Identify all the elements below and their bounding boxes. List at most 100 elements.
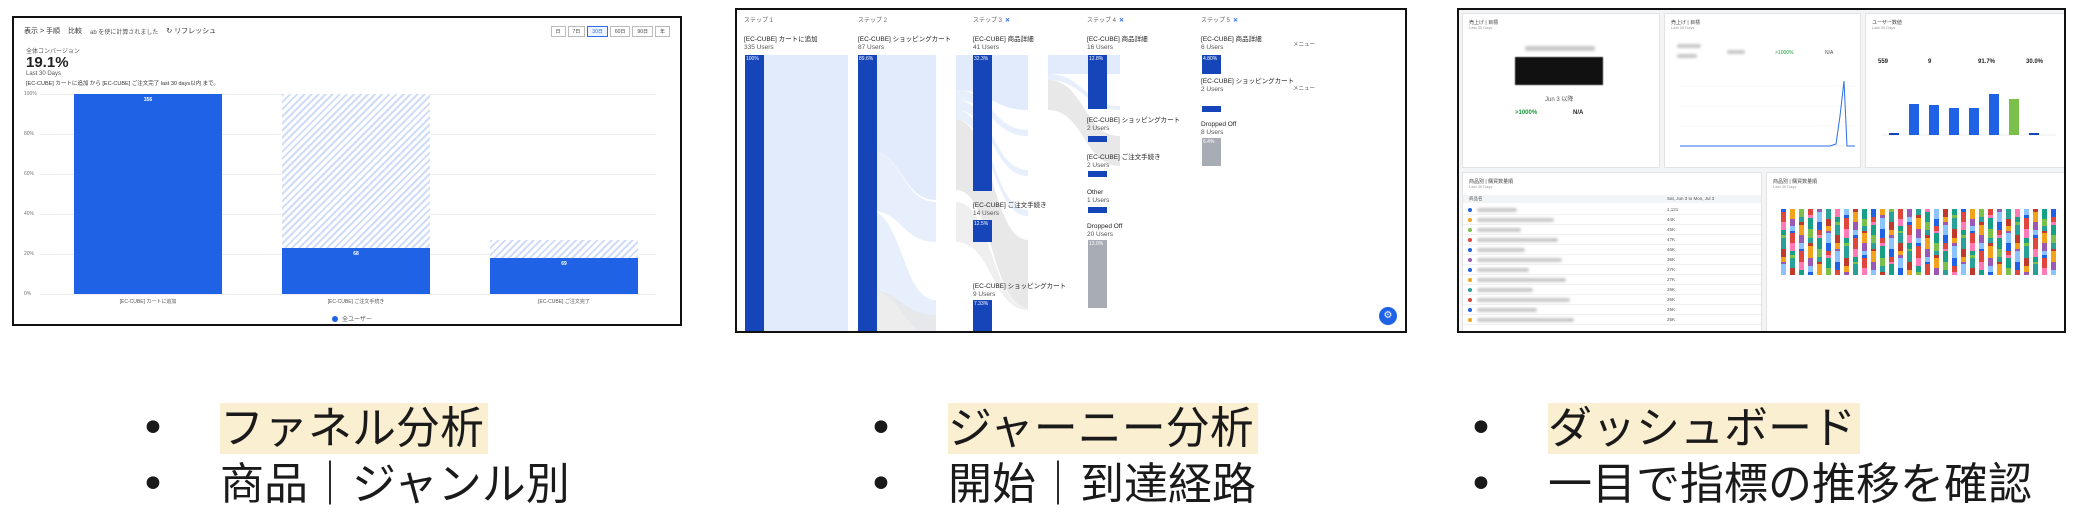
close-icon[interactable]: ✕ — [1119, 18, 1125, 24]
stacked-column[interactable] — [2006, 209, 2011, 275]
journey-node[interactable]: 7.33% — [973, 300, 992, 331]
stacked-column[interactable] — [1970, 209, 1975, 275]
stacked-column[interactable] — [1952, 209, 1957, 276]
stacked-column[interactable] — [2042, 209, 2047, 275]
close-icon[interactable]: ✕ — [1233, 18, 1239, 24]
stacked-segment — [1988, 257, 1993, 267]
range-90d[interactable]: 90日 — [632, 26, 653, 37]
range-day[interactable]: 日 — [550, 26, 566, 37]
range-30d[interactable]: 30日 — [587, 26, 608, 37]
range-7d[interactable]: 7日 — [567, 26, 586, 37]
stacked-card[interactable]: 商品別 | 購買数量順 Last 30 Days — [1766, 172, 2064, 331]
stacked-segment — [1781, 235, 1786, 239]
stacked-segment — [1826, 257, 1831, 268]
journey-node[interactable]: 100% — [745, 55, 764, 331]
view-mode-dropdown[interactable]: 表示 > 手順 — [24, 28, 60, 35]
stacked-segment — [1835, 269, 1840, 276]
stacked-segment — [1916, 246, 1921, 258]
stacked-segment — [1988, 237, 1993, 244]
stacked-segment — [2015, 243, 2020, 249]
stacked-column[interactable] — [1997, 209, 2002, 276]
funnel-legend[interactable]: 全ユーザー — [332, 314, 372, 323]
journey-node[interactable]: 12.5% — [973, 220, 992, 242]
stacked-column[interactable] — [2033, 209, 2038, 276]
stacked-segment — [2006, 243, 2011, 251]
journey-node[interactable]: 4.80% — [1202, 55, 1221, 74]
journey-node[interactable] — [1202, 106, 1221, 112]
stacked-column[interactable] — [1826, 209, 1831, 275]
kpi-card[interactable]: 売上げ | 目標 Last 30 Days Jun 3 以降 >1000% N/… — [1462, 13, 1660, 168]
stacked-segment — [1862, 233, 1867, 244]
journey-node[interactable]: 89.6% — [858, 55, 877, 331]
conversion-label[interactable]: 全体コンバージョン — [26, 49, 80, 55]
stacked-column[interactable] — [1817, 209, 1822, 276]
product-table-card[interactable]: 商品別 | 購買数量順 Last 30 Days 商品名 Sat, Jun 3 … — [1462, 172, 1762, 331]
stacked-column[interactable] — [1781, 209, 1786, 276]
stacked-column[interactable] — [1862, 209, 1867, 275]
stacked-column[interactable] — [1790, 209, 1795, 275]
more-menu-1[interactable]: メニュー — [1293, 42, 1316, 48]
stacked-column[interactable] — [2015, 209, 2020, 276]
journey-node[interactable] — [1088, 136, 1107, 142]
journey-node[interactable]: 13.0% — [1088, 240, 1107, 308]
funnel-bar[interactable]: 68 — [282, 94, 430, 294]
journey-node[interactable]: 12.8% — [1088, 55, 1107, 109]
dropoff-hatch — [282, 94, 430, 248]
table-row[interactable]: 26K — [1463, 315, 1761, 325]
stacked-column[interactable] — [1907, 209, 1912, 276]
funnel-bar[interactable]: 356 — [74, 94, 222, 294]
stacked-segment — [1970, 231, 1975, 234]
stacked-column[interactable] — [1898, 209, 1903, 275]
compare-dropdown[interactable]: 比較 — [67, 28, 82, 35]
trend-card[interactable]: 売上げ | 目標 Last 30 Days >1000% N/A — [1664, 13, 1861, 168]
table-row[interactable]: 27K — [1463, 275, 1761, 285]
table-row[interactable]: 47K — [1463, 235, 1761, 245]
stacked-column[interactable] — [1916, 209, 1921, 276]
journey-node[interactable] — [1088, 207, 1107, 213]
table-row[interactable]: 26K — [1463, 295, 1761, 305]
stacked-column[interactable] — [1799, 209, 1804, 276]
table-row[interactable]: 45K — [1463, 225, 1761, 235]
table-row[interactable]: 26K — [1463, 305, 1761, 315]
journey-node[interactable] — [1088, 171, 1107, 177]
col-header-date[interactable]: Sat, Jun 3 to Mon, Jul 3 — [1667, 196, 1715, 201]
close-icon[interactable]: ✕ — [1005, 18, 1011, 24]
journey-node[interactable]: 32.3% — [973, 55, 992, 191]
stacked-column[interactable] — [1844, 209, 1849, 276]
stacked-segment — [1808, 246, 1813, 258]
stacked-column[interactable] — [1925, 209, 1930, 276]
stacked-column[interactable] — [1835, 209, 1840, 276]
more-menu-2[interactable]: メニュー — [1293, 86, 1316, 92]
stacked-column[interactable] — [1934, 209, 1939, 275]
journey-node[interactable]: 6.4% — [1202, 138, 1221, 166]
assistant-button[interactable]: ⚙ — [1379, 307, 1397, 325]
refresh-button[interactable]: ↻ リフレッシュ — [166, 28, 217, 35]
stacked-segment — [1907, 248, 1912, 252]
stacked-column[interactable] — [1979, 209, 1984, 276]
funnel-bar[interactable]: 69 — [490, 240, 638, 294]
stacked-column[interactable] — [2024, 209, 2029, 276]
stacked-column[interactable] — [1943, 209, 1948, 276]
table-row[interactable]: 1,121 — [1463, 205, 1761, 215]
stacked-column[interactable] — [1988, 209, 1993, 276]
stacked-column[interactable] — [2051, 209, 2056, 276]
table-row[interactable]: 27K — [1463, 265, 1761, 275]
range-60d[interactable]: 60日 — [609, 26, 631, 37]
table-row[interactable]: 44K — [1463, 215, 1761, 225]
table-row[interactable]: 36K — [1463, 255, 1761, 265]
stacked-column[interactable] — [1808, 209, 1813, 276]
stacked-column[interactable] — [1871, 209, 1876, 276]
stacked-segment — [1835, 222, 1840, 225]
stacked-column[interactable] — [1961, 209, 1966, 276]
stacked-segment — [1889, 209, 1894, 212]
range-year[interactable]: 年 — [654, 26, 670, 37]
stacked-column[interactable] — [1880, 209, 1885, 276]
table-row[interactable]: 46K — [1463, 245, 1761, 255]
user-metrics-card[interactable]: ユーザー数値 Last 30 Days 559 9 91.7% 30.0% — [1865, 13, 2064, 168]
stacked-segment — [2033, 248, 2038, 257]
stacked-column[interactable] — [1853, 209, 1858, 276]
stacked-column[interactable] — [1889, 209, 1894, 276]
col-header-product[interactable]: 商品名 — [1469, 196, 1483, 201]
table-row[interactable]: 26K — [1463, 285, 1761, 295]
